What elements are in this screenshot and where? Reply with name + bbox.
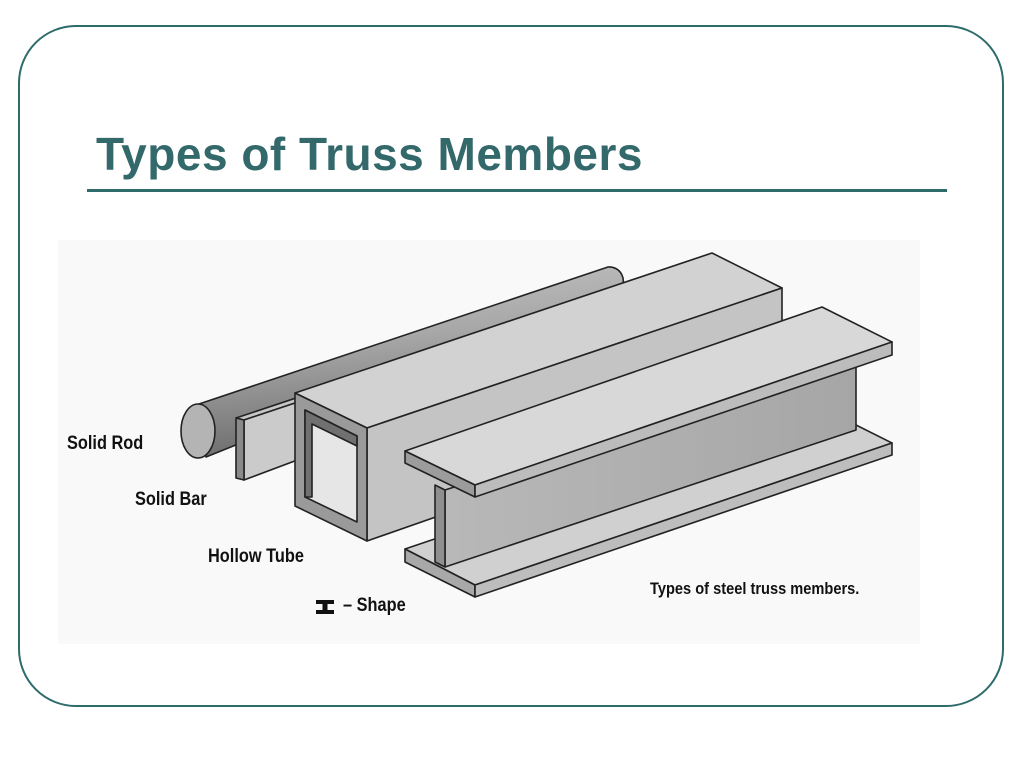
i-shape-label: – Shape xyxy=(343,595,406,616)
hollow-tube-label: Hollow Tube xyxy=(208,546,304,567)
i-beam-icon xyxy=(316,600,334,614)
page-title: Types of Truss Members xyxy=(96,128,643,180)
slide-frame xyxy=(18,25,1004,707)
figure-caption: Types of steel truss members. xyxy=(650,579,860,598)
i-beam xyxy=(404,306,893,598)
solid-rod-label: Solid Rod xyxy=(67,433,144,454)
solid-bar-label: Solid Bar xyxy=(135,489,207,510)
title-divider xyxy=(87,189,947,192)
